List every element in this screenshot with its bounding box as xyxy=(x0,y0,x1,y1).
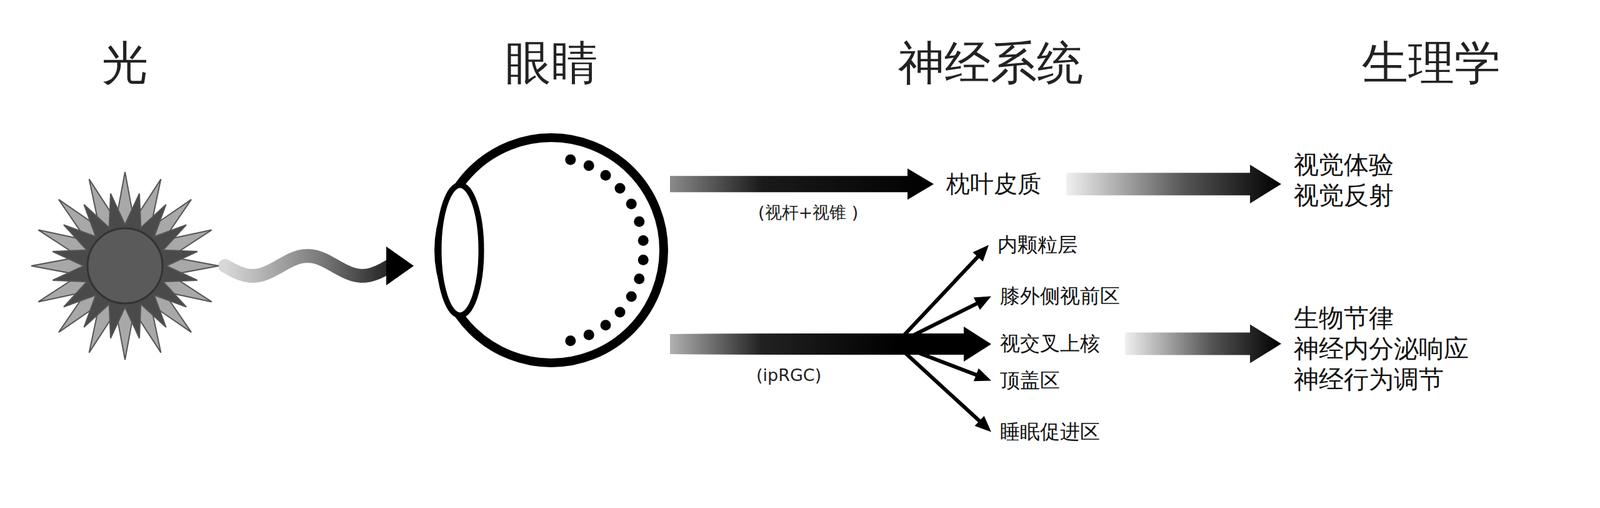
retina-cell xyxy=(600,170,612,181)
arrowhead xyxy=(973,296,992,310)
node-text: 视觉反射 xyxy=(1293,180,1394,211)
retina-cell xyxy=(638,235,649,246)
brain-region: 膝外侧视前区 xyxy=(996,281,1124,311)
connector xyxy=(670,168,934,200)
edge-label: (ipRGC) xyxy=(753,365,824,385)
node-text: 生物节律 xyxy=(1293,302,1469,334)
nerve-trunk xyxy=(670,333,899,355)
brain-region: 视交叉上核 xyxy=(996,328,1104,359)
brain-region: 内颗粒层 xyxy=(993,230,1082,260)
node-text: 睡眠促进区 xyxy=(1000,419,1100,444)
eye: 眼睛 xyxy=(432,31,670,382)
column-heading: 生理学 xyxy=(1361,37,1501,89)
eyeball xyxy=(438,137,664,363)
node-text: 神经内分泌响应 xyxy=(1293,333,1469,364)
nerve-trunk xyxy=(670,333,899,355)
arrowhead xyxy=(973,368,992,382)
retina-cell xyxy=(615,183,626,194)
thick-arrow xyxy=(1066,164,1282,204)
lens xyxy=(438,185,482,315)
brain-region: 睡眠促进区 xyxy=(996,416,1104,447)
sun-core xyxy=(87,228,163,304)
sun-rays xyxy=(31,171,219,360)
node-text: 内颗粒层 xyxy=(997,232,1078,257)
retina-cell xyxy=(633,216,645,227)
physiology-text: 视觉体验视觉反射 xyxy=(1290,146,1398,214)
retina-cell xyxy=(626,198,637,210)
nerve-branch xyxy=(895,343,982,424)
connector xyxy=(670,333,992,381)
node-text: 枕叶皮质 xyxy=(946,169,1042,199)
node-text: 神经行为调节 xyxy=(1293,363,1469,395)
retina-cell xyxy=(626,291,637,302)
column-heading: 神经系统 xyxy=(898,37,1084,89)
retina-cell xyxy=(583,329,595,340)
node-text: 视觉体验 xyxy=(1293,149,1394,180)
retina-cell xyxy=(600,319,612,330)
light-wave xyxy=(225,255,390,276)
arrowhead xyxy=(972,245,989,262)
nerve-trunk xyxy=(670,333,899,355)
connector xyxy=(1066,164,1282,204)
physiology-text: 生物节律神经内分泌响应神经行为调节 xyxy=(1290,300,1473,397)
arrowhead xyxy=(975,415,992,432)
connector xyxy=(670,326,992,362)
column-heading: 光 xyxy=(25,31,225,89)
column-heading: 眼睛 xyxy=(432,31,670,89)
node-text: 顶盖区 xyxy=(1000,368,1060,393)
edge-label: (视杆+视锥 ) xyxy=(755,202,861,223)
nerve-branch xyxy=(895,343,980,376)
node-text: 膝外侧视前区 xyxy=(1000,283,1120,309)
nerve-trunk xyxy=(670,333,899,355)
sun-rays xyxy=(52,193,197,338)
node-text: 视交叉上核 xyxy=(1000,331,1100,356)
nerve-trunk xyxy=(670,333,899,355)
light-source: 光 xyxy=(25,31,225,382)
retina-cell xyxy=(565,335,576,346)
retina-cell xyxy=(633,273,645,284)
connector xyxy=(1125,324,1282,364)
connector xyxy=(670,333,992,432)
brain-region: 顶盖区 xyxy=(996,365,1064,395)
thick-arrow xyxy=(1125,324,1282,364)
thick-arrow xyxy=(670,168,934,200)
retina-cell xyxy=(565,154,576,165)
retina-cell xyxy=(583,160,595,171)
retina-cell xyxy=(615,306,626,318)
retina-cell xyxy=(638,254,649,265)
connector xyxy=(225,246,414,285)
brain-region: 枕叶皮质 xyxy=(942,166,1045,201)
arrowhead xyxy=(386,246,414,285)
